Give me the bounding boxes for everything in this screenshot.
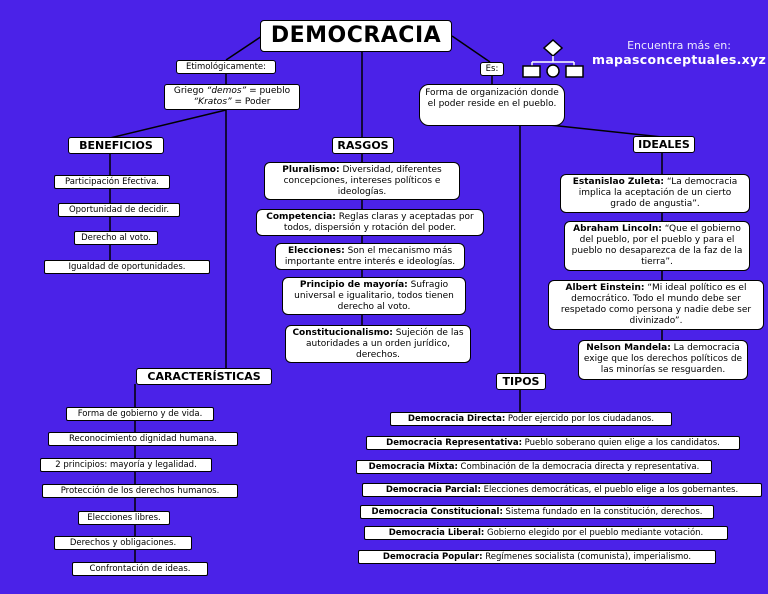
tipos-term: Democracia Mixta:: [368, 462, 458, 472]
etym-kratos-rest: = Poder: [231, 97, 271, 107]
etym-box: Griego “demos” = pueblo “Kratos” = Poder: [164, 84, 300, 110]
caracteristicas-item: Confrontación de ideas.: [72, 562, 208, 576]
tipos-item: Democracia Popular: Regímenes socialista…: [358, 550, 716, 564]
rasgos-header: RASGOS: [332, 137, 394, 154]
etym-kratos: “Kratos”: [193, 97, 232, 107]
ideales-item: Albert Einstein: “Mi ideal político es e…: [548, 280, 764, 330]
ideales-text: “La democracia implica la aceptación de …: [578, 177, 738, 209]
rasgos-item: Competencia: Reglas claras y aceptadas p…: [256, 209, 484, 236]
rasgos-text: Son el mecanismo más importante entre in…: [284, 246, 456, 267]
rasgos-item: Constitucionalismo: Sujeción de las auto…: [285, 325, 471, 363]
ideales-item: Abraham Lincoln: “Que el gobierno del pu…: [564, 221, 750, 271]
rasgos-term: Elecciones:: [287, 246, 345, 256]
tipos-item: Democracia Directa: Poder ejercido por l…: [390, 412, 672, 426]
tipos-header: TIPOS: [496, 373, 546, 390]
etym-prefix: Griego: [173, 86, 207, 96]
rasgos-text: Sujeción de las autoridades a un orden j…: [306, 328, 464, 360]
page-title: DEMOCRACIA: [260, 20, 452, 52]
rasgos-text: Sufragio universal e igualitario, todos …: [294, 280, 454, 312]
tipos-text: Sistema fundado en la constitución, dere…: [502, 507, 703, 517]
caracteristicas-item: Forma de gobierno y de vida.: [66, 407, 214, 421]
caracteristicas-item: Derechos y obligaciones.: [54, 536, 192, 550]
tipos-term: Democracia Liberal:: [388, 528, 485, 538]
tipos-text: Elecciones democráticas, el pueblo elige…: [480, 485, 739, 495]
ideales-term: Abraham Lincoln:: [573, 224, 662, 234]
ideales-term: Nelson Mandela:: [586, 343, 671, 353]
rasgos-text: Diversidad, diferentes concepciones, int…: [283, 165, 442, 197]
tipos-text: Combinación de la democracia directa y r…: [457, 462, 700, 472]
tipos-term: Democracia Popular:: [382, 552, 483, 562]
caracteristicas-item: Reconocimiento dignidad humana.: [48, 432, 238, 446]
tipos-item: Democracia Representativa: Pueblo sobera…: [366, 436, 740, 450]
brand-text: Encuentra más en: mapasconceptuales.xyz: [592, 39, 766, 67]
tipos-text: Gobierno elegido por el pueblo mediante …: [484, 528, 704, 538]
tipos-item: Democracia Liberal: Gobierno elegido por…: [364, 526, 728, 540]
brand-logo: [518, 38, 588, 78]
definition-box: Forma de organización donde el poder res…: [419, 84, 565, 126]
etym-demos-rest: = pueblo: [246, 86, 291, 96]
ideales-header: IDEALES: [633, 136, 695, 153]
rasgos-term: Principio de mayoría:: [299, 280, 408, 290]
ideales-term: Estanislao Zuleta:: [572, 177, 664, 187]
beneficios-item: Oportunidad de decidir.: [58, 203, 180, 217]
tipos-term: Democracia Representativa:: [386, 438, 522, 448]
rasgos-term: Pluralismo:: [282, 165, 340, 175]
tipos-term: Democracia Constitucional:: [371, 507, 503, 517]
tipos-item: Democracia Constitucional: Sistema funda…: [360, 505, 714, 519]
tipos-term: Democracia Parcial:: [385, 485, 481, 495]
tipos-term: Democracia Directa:: [407, 414, 506, 424]
ideales-text: La democracia exige que los derechos pol…: [583, 343, 743, 375]
ideales-text: “Mi ideal político es el democrático. To…: [560, 283, 752, 326]
brand-site: mapasconceptuales.xyz: [592, 52, 767, 67]
beneficios-item: Igualdad de oportunidades.: [44, 260, 210, 274]
tipos-item: Democracia Mixta: Combinación de la demo…: [356, 460, 712, 474]
ideales-text: “Que el gobierno del pueblo, por el pueb…: [571, 224, 743, 267]
es-label: Es:: [480, 62, 504, 76]
rasgos-term: Constitucionalismo:: [292, 328, 393, 338]
beneficios-item: Participación Efectiva.: [54, 175, 170, 189]
etym-demos: “demos”: [206, 86, 247, 96]
beneficios-item: Derecho al voto.: [74, 231, 158, 245]
rasgos-item: Pluralismo: Diversidad, diferentes conce…: [264, 162, 460, 200]
caracteristicas-item: Protección de los derechos humanos.: [42, 484, 238, 498]
rasgos-text: Reglas claras y aceptadas por todos, dis…: [283, 212, 474, 233]
beneficios-header: BENEFICIOS: [68, 137, 164, 154]
tipos-item: Democracia Parcial: Elecciones democráti…: [362, 483, 762, 497]
brand-pre: Encuentra más en:: [627, 39, 731, 52]
ideales-item: Estanislao Zuleta: “La democracia implic…: [560, 174, 750, 213]
rasgos-item: Principio de mayoría: Sufragio universal…: [282, 277, 466, 315]
rasgos-item: Elecciones: Son el mecanismo más importa…: [275, 243, 465, 270]
ideales-term: Albert Einstein:: [565, 283, 645, 293]
ideales-item: Nelson Mandela: La democracia exige que …: [578, 340, 748, 380]
caracteristicas-header: CARACTERÍSTICAS: [136, 368, 272, 385]
tipos-text: Poder ejercido por los ciudadanos.: [505, 414, 655, 424]
caracteristicas-item: 2 principios: mayoría y legalidad.: [40, 458, 212, 472]
tipos-text: Regímenes socialista (comunista), imperi…: [482, 552, 692, 562]
tipos-text: Pueblo soberano quien elige a los candid…: [521, 438, 720, 448]
caracteristicas-item: Elecciones libres.: [78, 511, 170, 525]
etym-label: Etimológicamente:: [176, 60, 276, 74]
rasgos-term: Competencia:: [266, 212, 336, 222]
